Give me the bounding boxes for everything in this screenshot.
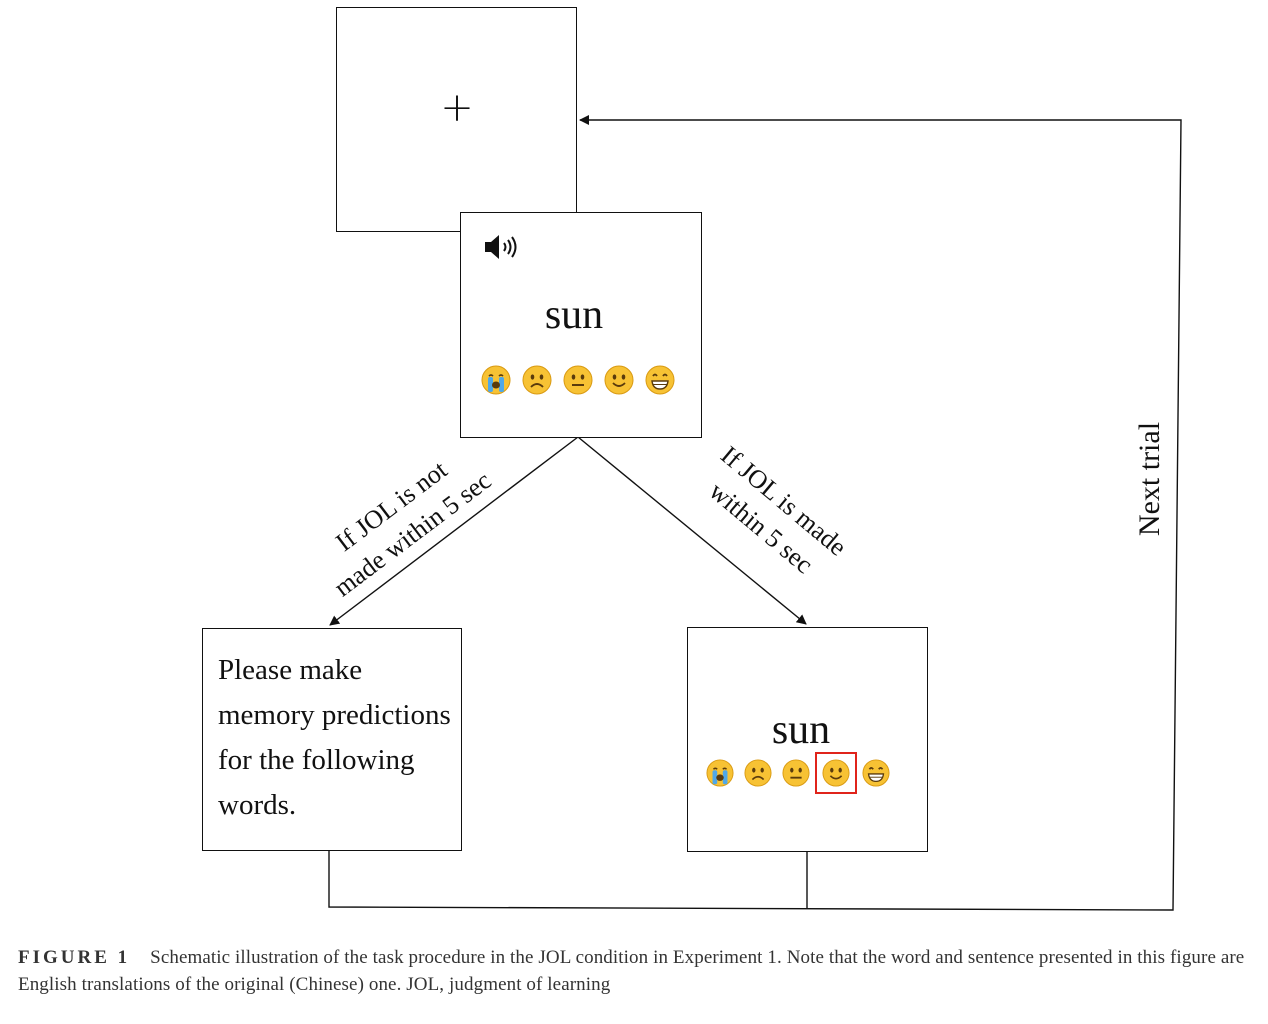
selection-frame (815, 752, 857, 794)
return-path-line (328, 115, 1182, 911)
speaker-icon (485, 235, 517, 259)
study-screen: sun (460, 212, 702, 438)
label-next-trial: Next trial (1133, 421, 1166, 537)
timeout-screen (202, 628, 462, 851)
figure-label: FIGURE 1 (18, 947, 131, 968)
jol-rating-scale-response (706, 752, 890, 794)
timeout-instruction: Please make memory predictions for the f… (218, 654, 451, 821)
crying-face-icon[interactable] (481, 365, 511, 395)
crying-face-icon[interactable] (706, 759, 734, 787)
response-screen: sun (687, 627, 928, 852)
study-word: sun (544, 292, 604, 338)
fixation-cross: + (440, 85, 474, 131)
slightly-smiling-face-icon[interactable] (822, 759, 850, 787)
grinning-face-icon[interactable] (862, 759, 890, 787)
caption-text: Schematic illustration of the task proce… (18, 947, 1245, 995)
frowning-face-icon[interactable] (522, 365, 552, 395)
neutral-face-icon[interactable] (563, 365, 593, 395)
slightly-smiling-face-icon[interactable] (604, 365, 634, 395)
arrow-to-response (577, 436, 807, 625)
fixation-screen: + (336, 7, 577, 232)
frowning-face-icon[interactable] (744, 759, 772, 787)
grinning-face-icon[interactable] (645, 365, 675, 395)
task-procedure-diagram: + sun (202, 7, 1182, 911)
selected-rating-highlight[interactable] (815, 752, 857, 794)
jol-rating-scale (481, 365, 675, 395)
response-word: sun (771, 707, 831, 753)
neutral-face-icon[interactable] (782, 759, 810, 787)
arrow-to-timeout (329, 436, 579, 626)
connector-lines (328, 115, 1182, 911)
